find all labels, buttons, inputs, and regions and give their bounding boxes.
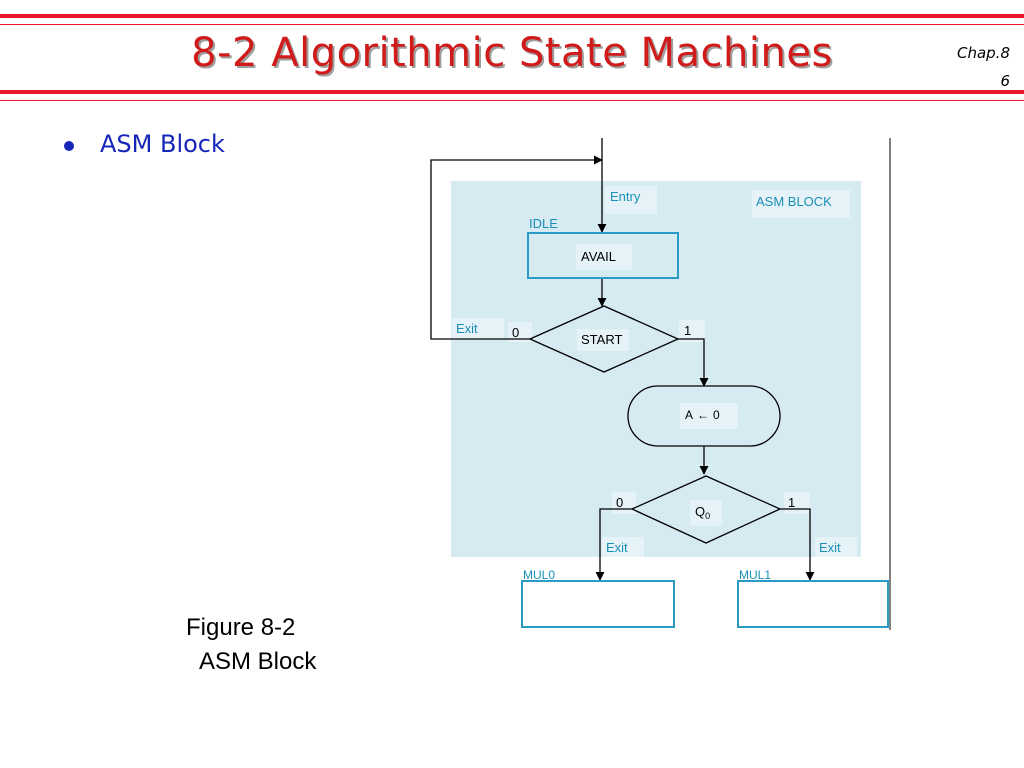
start-false-label: 0 [512,325,519,340]
avail-output-label: AVAIL [581,249,616,264]
q0-true-arrow [780,508,815,581]
asm-block-label: ASM BLOCK [756,194,832,209]
exit-label-mul1: Exit [819,540,841,555]
header-rule-bottom-thick [0,90,1024,94]
conditional-output-label: A←0 [685,408,720,422]
page-number: 6 [1000,72,1010,90]
slide-title: 8-2 Algorithmic State Machines [191,30,833,76]
q0-false-arrow [595,508,632,581]
idle-state-name: IDLE [529,216,558,231]
entry-label-bg [605,186,657,214]
figure-caption-number: Figure 8-2 [186,614,296,641]
q0-true-label: 1 [788,495,795,510]
bullet-item: ASM Block [100,130,225,158]
exit1-label-bg [602,537,644,557]
bullet-dot [64,141,74,151]
entry-label: Entry [610,189,641,204]
start-true-label-bg [679,320,705,342]
start-decision-label: START [581,332,622,347]
mul1-state-name: MUL1 [739,568,771,582]
figure-caption-title: ASM Block [199,648,317,675]
start-false-label-bg [508,322,532,342]
idle-state-box [527,232,679,279]
mul0-state-box [521,580,675,628]
start-true-label: 1 [684,323,691,338]
q0-label-inner-bg [690,500,722,526]
exit-label-mul0: Exit [606,540,628,555]
cond-output-inner-bg [680,403,738,429]
q0-decision-label: Q0 [695,504,710,521]
avail-label-inner-bg [576,244,632,270]
q0-false-label: 0 [616,495,623,510]
mul1-state-box [737,580,889,628]
header-rule-top-thin [0,24,1024,25]
loop-back-arrow [430,155,603,340]
asm-block-label-bg [752,190,850,218]
mul0-state-name: MUL0 [523,568,555,582]
start-true-arrow [678,338,709,387]
exit2-label-bg [815,537,857,557]
exit-left-label-bg [452,318,504,340]
header-rule-top-thick [0,14,1024,18]
exit-left-label: Exit [456,321,478,336]
header-rule-bottom-thin [0,100,1024,101]
chapter-label: Chap.8 [956,44,1010,62]
start-label-inner-bg [577,329,629,351]
